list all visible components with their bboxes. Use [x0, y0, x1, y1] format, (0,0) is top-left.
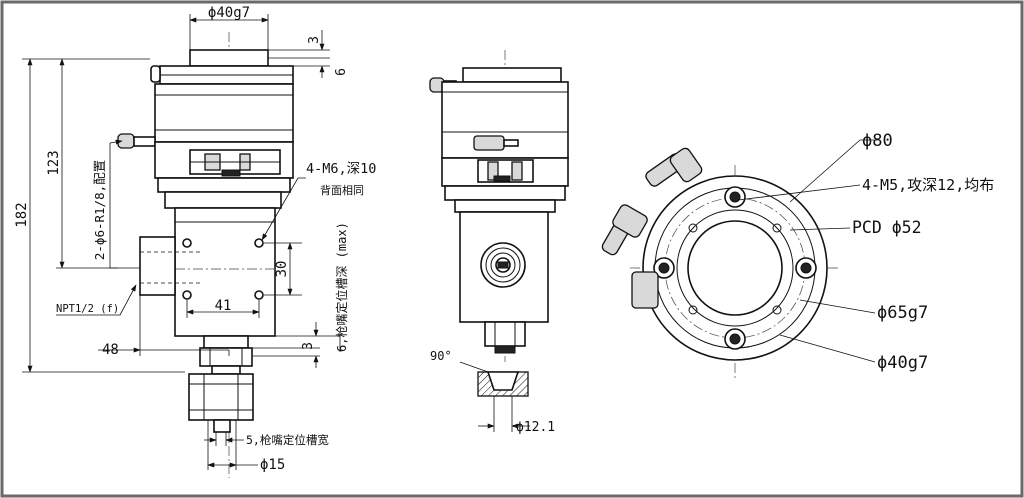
- leader-inner-diameter: [779, 334, 876, 363]
- end-inner-circle: [687, 220, 783, 316]
- note-nozzle-locating: 6,枪嘴定位槽深 (max): [334, 222, 349, 352]
- front-top-cap: [462, 67, 562, 83]
- side-hole-1: [182, 238, 192, 248]
- front-nozzle: [484, 321, 526, 347]
- note-slot-width: 5,枪嘴定位槽宽: [246, 433, 329, 447]
- dim-outer-diameter: ϕ80: [862, 131, 893, 151]
- side-air-fitting-stem: [133, 136, 156, 147]
- side-window-screw: [221, 169, 241, 177]
- end-air-fitting-left: [601, 204, 659, 309]
- side-view: ϕ40g7 3 6 182 123 2-ϕ6-R1/8,配置 4-M6,深10 …: [14, 5, 376, 478]
- dim-body-height: 123: [46, 150, 62, 175]
- dim-top-diameter: ϕ40g7: [208, 5, 250, 21]
- note-air-ports: 2-ϕ6-R1/8,配置: [92, 160, 107, 260]
- dim-cup-diameter: ϕ12.1: [516, 420, 555, 435]
- leader-mount-holes: [737, 184, 861, 201]
- dim-nozzle-diameter: ϕ15: [260, 457, 285, 473]
- dim-port-offset: 48: [102, 342, 119, 358]
- side-top-plug: [150, 65, 161, 83]
- side-nozzle-nut: [188, 373, 254, 421]
- side-nozzle-tip: [213, 419, 231, 433]
- side-nozzle-base: [203, 335, 249, 349]
- side-neck: [164, 191, 282, 209]
- side-nozzle-neck: [211, 365, 241, 375]
- side-upper-body: [154, 83, 294, 143]
- leader-tapped-holes: [261, 177, 306, 241]
- end-side-block: [631, 271, 659, 309]
- dim-inner-diameter: ϕ40g7: [877, 353, 928, 373]
- dim-nozzle-gap: 3: [301, 342, 316, 350]
- dim-mid-diameter: ϕ65g7: [877, 303, 928, 323]
- dim-overall-height: 182: [14, 202, 30, 227]
- side-hole-3: [182, 290, 192, 300]
- end-view: ϕ80 4-M5,攻深12,均布 PCD ϕ52 ϕ65g7 ϕ40g7: [601, 131, 994, 378]
- end-air-fitting-top: [645, 147, 703, 187]
- side-nozzle-collar: [199, 347, 253, 367]
- end-outer-circle: [642, 175, 828, 361]
- leader-outer-diameter: [789, 139, 861, 203]
- dim-top-step: 6: [334, 68, 349, 76]
- front-side-fitting: [473, 135, 505, 151]
- dim-pcd: PCD ϕ52: [852, 218, 922, 237]
- note-npt-port: NPT1/2 (f): [56, 303, 119, 315]
- note-tapped-holes-back: 背面相同: [320, 183, 364, 197]
- dim-angle: 90°: [430, 349, 452, 363]
- note-mount-holes: 4-M5,攻深12,均布: [862, 176, 994, 194]
- note-tapped-holes: 4-M6,深10: [306, 161, 376, 177]
- side-valve-block: [174, 207, 276, 337]
- dim-top-gap: 3: [307, 36, 322, 44]
- side-hole-4: [254, 290, 264, 300]
- front-neck: [454, 199, 556, 213]
- side-hole-2: [254, 238, 264, 248]
- front-cup-cavity: [486, 371, 520, 391]
- front-view: 90° ϕ12.1: [429, 50, 569, 435]
- dim-hole-pitch-h: 41: [215, 298, 232, 314]
- side-lower-collar: [157, 177, 291, 193]
- side-npt-boss: [139, 236, 176, 296]
- leader-mid-diameter: [799, 299, 876, 314]
- dim-hole-pitch-v: 30: [274, 261, 290, 278]
- leader-pcd: [789, 227, 851, 231]
- side-top-flange: [189, 49, 269, 67]
- leader-npt-port: [56, 284, 137, 316]
- front-collar: [444, 185, 566, 201]
